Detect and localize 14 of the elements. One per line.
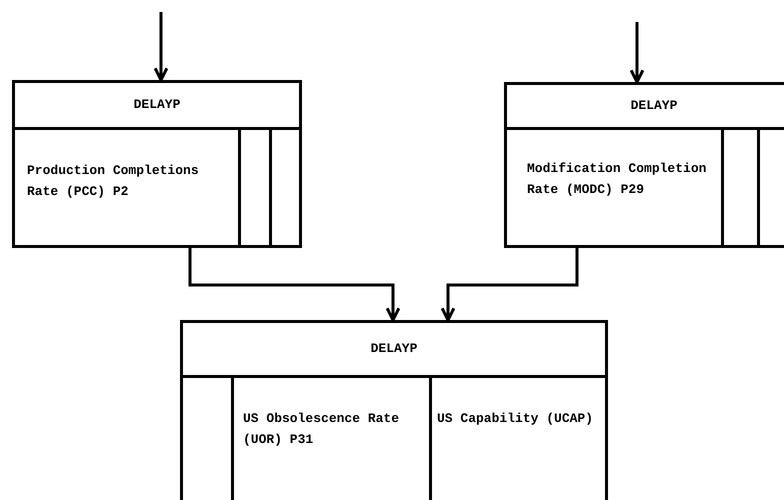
variable-label: US Obsolescence Rate (UOR) P31	[243, 410, 400, 449]
variable-label: Production Completions Rate (PCC) P2	[27, 162, 200, 201]
delay-block	[12, 80, 302, 248]
variable-label: US Capability (UCAP)	[437, 410, 594, 428]
delay-block	[180, 320, 608, 500]
block-title: DELAYP	[630, 98, 678, 114]
arrow	[154, 12, 168, 82]
block-title: DELAYP	[370, 341, 418, 357]
variable-label: Modification Completion Rate (MODC) P29	[527, 160, 708, 199]
arrow	[630, 22, 644, 84]
arrow	[188, 248, 400, 322]
block-title: DELAYP	[132, 97, 182, 113]
arrow	[440, 248, 578, 322]
delay-block	[504, 82, 784, 248]
